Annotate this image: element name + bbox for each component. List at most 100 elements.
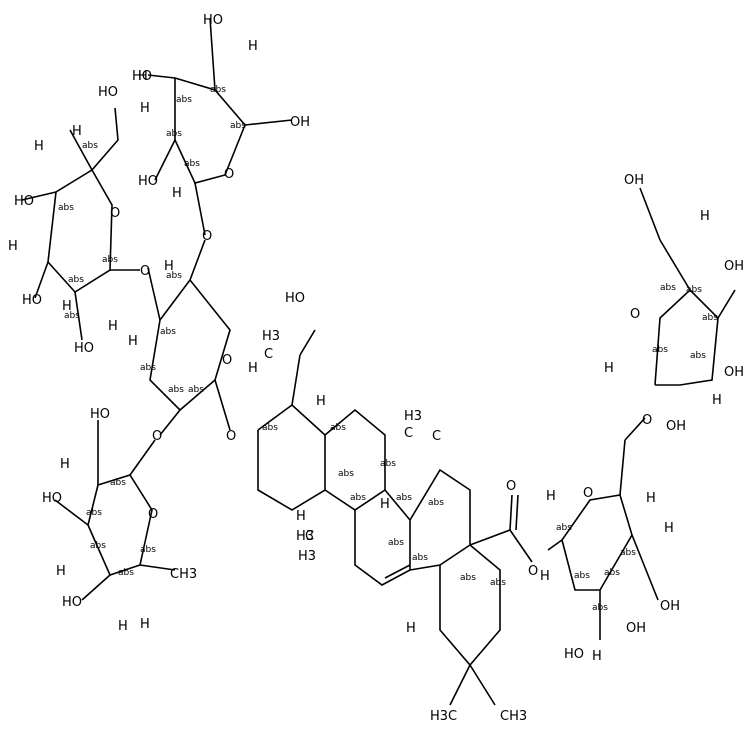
atom-label-ag-c-top: C xyxy=(264,347,273,362)
atom-label-ag-o-carbonyl: O xyxy=(506,479,516,494)
bond xyxy=(299,329,316,356)
atom-label-ag-h3-top: H3 xyxy=(262,329,280,344)
atom-label-s4-oh3: HO xyxy=(62,595,82,610)
stereo-tag: abs xyxy=(68,275,84,285)
bond xyxy=(147,267,161,321)
bond xyxy=(139,564,176,571)
stereo-tag: abs xyxy=(140,363,156,373)
stereo-tag: abs xyxy=(176,95,192,105)
atom-label-ag-h-c9: H xyxy=(380,497,390,512)
stereo-tag: abs xyxy=(58,203,74,213)
bond xyxy=(561,494,633,591)
atom-label-s1-oh1: HO xyxy=(14,194,34,209)
atom-label-s4-oh1: HO xyxy=(90,407,110,422)
stereo-tag: abs xyxy=(166,271,182,281)
bond xyxy=(129,439,156,476)
atom-label-ag-h3-me2: H3 xyxy=(296,529,314,544)
atom-label-s3-o-agly: O xyxy=(226,429,236,444)
atom-label-ag-c-me1: C xyxy=(404,426,413,441)
bond xyxy=(74,291,83,341)
stereo-tag: abs xyxy=(686,285,702,295)
stereo-tag: abs xyxy=(490,578,506,588)
atom-label-ag-h3-me: H3 xyxy=(404,409,422,424)
bond xyxy=(324,408,386,511)
bond-skeleton xyxy=(21,17,736,706)
bond xyxy=(515,494,519,531)
stereo-tag: abs xyxy=(652,345,668,355)
atom-label-s2-h4: H xyxy=(172,186,182,201)
atom-label-s3-h2: H xyxy=(128,334,138,349)
atom-label-s5-h2: H xyxy=(646,491,656,506)
atom-label-s1-h3: H xyxy=(8,239,18,254)
bond xyxy=(717,289,736,319)
bond xyxy=(194,182,206,236)
bond xyxy=(619,439,626,496)
atom-label-s5-oh1: OH xyxy=(660,599,680,614)
stereo-tag: abs xyxy=(166,129,182,139)
bond xyxy=(409,468,471,571)
atom-label-s6-h2: H xyxy=(604,361,614,376)
bond xyxy=(449,664,471,706)
atom-label-s6-oh3: OH xyxy=(666,419,686,434)
stereo-tag: abs xyxy=(338,469,354,479)
atom-label-ag-oh: HO xyxy=(285,291,305,306)
atom-label-ag-c-me2: C xyxy=(432,429,441,444)
stereo-tag: abs xyxy=(350,493,366,503)
bond xyxy=(154,139,176,181)
bond xyxy=(509,494,513,531)
atom-label-ag-h-c5: H xyxy=(316,394,326,409)
atom-label-s2-h1: H xyxy=(248,39,258,54)
atom-label-s1-h4: H xyxy=(62,299,72,314)
bond xyxy=(439,544,501,667)
bond xyxy=(354,489,411,586)
atom-label-s5-h3: H xyxy=(540,569,550,584)
atom-label-s5-oh2: OH xyxy=(626,621,646,636)
bond xyxy=(469,529,511,546)
bond xyxy=(624,417,646,441)
atom-label-s2-o-ring: O xyxy=(224,167,234,182)
atom-label-s6-oh-top: OH xyxy=(624,173,644,188)
atom-label-ag-c-me3: C xyxy=(305,529,314,544)
atom-label-s5-h1: H xyxy=(546,489,556,504)
stereo-tag: abs xyxy=(102,255,118,265)
atom-label-ag-h-c8: H xyxy=(296,509,306,524)
stereo-tag: abs xyxy=(110,478,126,488)
bond xyxy=(469,664,496,706)
bond xyxy=(69,129,93,171)
atom-label-s4-h2: H xyxy=(56,564,66,579)
stereo-tag: abs xyxy=(184,159,200,169)
stereo-tag: abs xyxy=(140,545,156,555)
stereo-tag: abs xyxy=(702,313,718,323)
bond xyxy=(547,539,563,551)
stereo-tag: abs xyxy=(90,541,106,551)
atom-label-s5-oh3: HO xyxy=(564,647,584,662)
stereo-tag: abs xyxy=(604,568,620,578)
atom-label-s1-h5: H xyxy=(108,319,118,334)
bond xyxy=(291,354,301,406)
atom-label-s5-o-link: O xyxy=(642,413,652,428)
atom-label-s6-h1: H xyxy=(700,209,710,224)
stereo-tag: abs xyxy=(660,283,676,293)
atom-label-s6-h3: H xyxy=(712,393,722,408)
bond xyxy=(654,288,719,386)
atom-label-s1-oh3: HO xyxy=(74,341,94,356)
bond xyxy=(639,187,661,241)
bond xyxy=(87,474,153,576)
atom-label-s3-o-ring: O xyxy=(222,353,232,368)
atom-label-s4-h4: H xyxy=(140,617,150,632)
atom-label-s6-oh2: OH xyxy=(724,365,744,380)
bond xyxy=(214,379,231,431)
atom-label-s4-o-ring: O xyxy=(148,507,158,522)
bond xyxy=(189,239,206,281)
stereo-tag: abs xyxy=(160,327,176,337)
bond xyxy=(147,74,176,79)
stereo-tag: abs xyxy=(118,568,134,578)
bond xyxy=(21,191,57,201)
stereo-tag: abs xyxy=(556,523,572,533)
atom-label-s4-h3: H xyxy=(118,619,128,634)
atom-label-ag-h-c3: H xyxy=(248,361,258,376)
atom-label-s3-o-link: O xyxy=(152,429,162,444)
